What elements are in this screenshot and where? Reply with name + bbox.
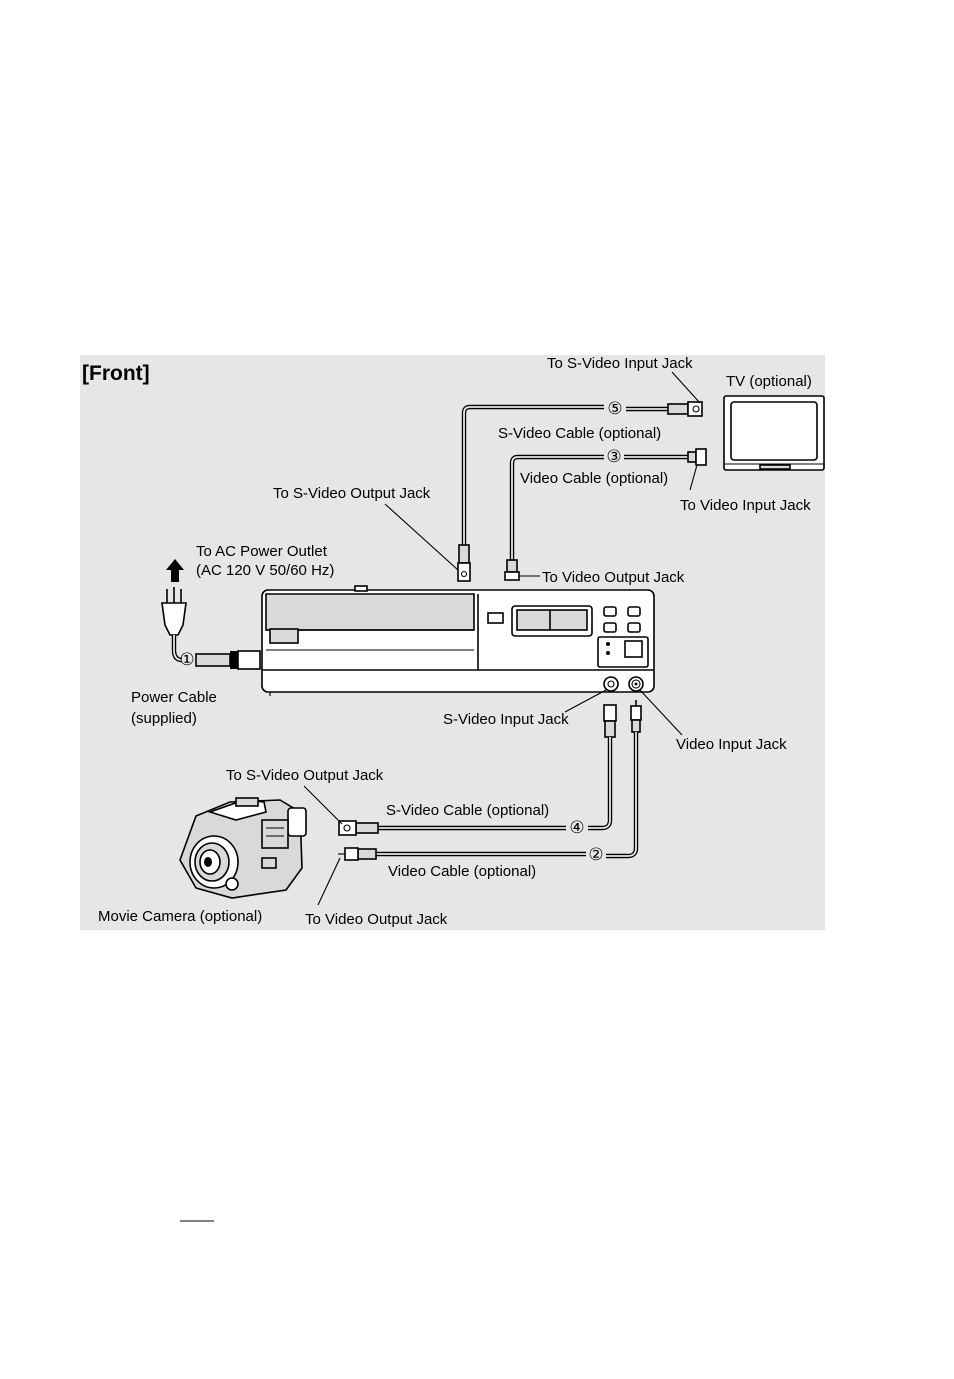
video-cable-top — [509, 454, 688, 560]
section-title: [Front] — [82, 362, 150, 385]
power-connector-icon — [195, 650, 261, 670]
video-plug-tv — [687, 448, 707, 466]
label-ac-rating: (AC 120 V 50/60 Hz) — [196, 562, 334, 579]
label-s-video-input-jack: S-Video Input Jack — [443, 711, 569, 728]
tv-icon — [723, 395, 825, 471]
s-video-cable-top — [461, 404, 668, 545]
callout-4: ④ — [569, 818, 584, 837]
label-s-video-cable-bottom: S-Video Cable (optional) — [386, 802, 549, 819]
video-plug-camera — [338, 847, 377, 861]
s-video-input-jack-icon — [603, 676, 619, 692]
leader-s-video-output-bottom — [303, 785, 343, 825]
svg-text:③: ③ — [606, 447, 621, 466]
s-video-plug-camera — [338, 820, 379, 836]
video-plug-printer-top — [504, 559, 540, 581]
power-cable — [171, 635, 183, 663]
s-video-cable-bottom — [378, 737, 613, 831]
callout-2: ② — [588, 845, 603, 864]
leader-video-input-printer — [639, 689, 683, 736]
movie-camera-icon — [179, 797, 307, 899]
leader-video-output-bottom — [317, 857, 341, 906]
video-plug-printer-bottom — [630, 700, 642, 733]
video-printer — [261, 585, 655, 696]
svg-text:②: ② — [588, 845, 603, 864]
s-video-plug-printer-bottom — [603, 704, 617, 738]
callout-5: ⑤ — [607, 399, 622, 418]
svg-text:⑤: ⑤ — [607, 399, 622, 418]
label-to-video-output-jack-top: To Video Output Jack — [542, 569, 685, 586]
s-video-plug-tv — [667, 401, 703, 417]
label-to-s-video-output-jack-bottom: To S-Video Output Jack — [226, 767, 384, 784]
svg-text:①: ① — [179, 650, 194, 669]
leader-s-video-input-printer — [564, 689, 607, 713]
power-plug-icon — [161, 587, 187, 636]
label-movie-camera: Movie Camera (optional) — [98, 908, 262, 925]
callout-1: ① — [179, 650, 194, 669]
label-video-cable-bottom: Video Cable (optional) — [388, 863, 536, 880]
label-to-video-output-jack-bottom: To Video Output Jack — [305, 911, 448, 928]
leader-s-video-output-top — [384, 503, 459, 571]
label-to-s-video-input-jack: To S-Video Input Jack — [547, 355, 693, 372]
leader-video-input-tv — [689, 464, 698, 491]
s-video-plug-printer-top — [457, 544, 471, 582]
label-s-video-cable-top: S-Video Cable (optional) — [498, 425, 661, 442]
svg-text:④: ④ — [569, 818, 584, 837]
label-to-video-input-jack: To Video Input Jack — [680, 497, 811, 514]
label-tv: TV (optional) — [726, 373, 812, 390]
label-to-ac-power-outlet: To AC Power Outlet — [196, 543, 328, 560]
label-video-cable-top: Video Cable (optional) — [520, 470, 668, 487]
video-input-jack-icon — [628, 676, 644, 692]
callout-3: ③ — [606, 447, 621, 466]
label-supplied: (supplied) — [131, 710, 197, 727]
video-cable-bottom — [376, 732, 639, 859]
up-arrow-icon — [166, 559, 184, 582]
leader-s-video-input-tv — [671, 371, 701, 404]
label-video-input-jack: Video Input Jack — [676, 736, 787, 753]
label-power-cable: Power Cable — [131, 689, 217, 706]
label-to-s-video-output-jack-top: To S-Video Output Jack — [273, 485, 431, 502]
